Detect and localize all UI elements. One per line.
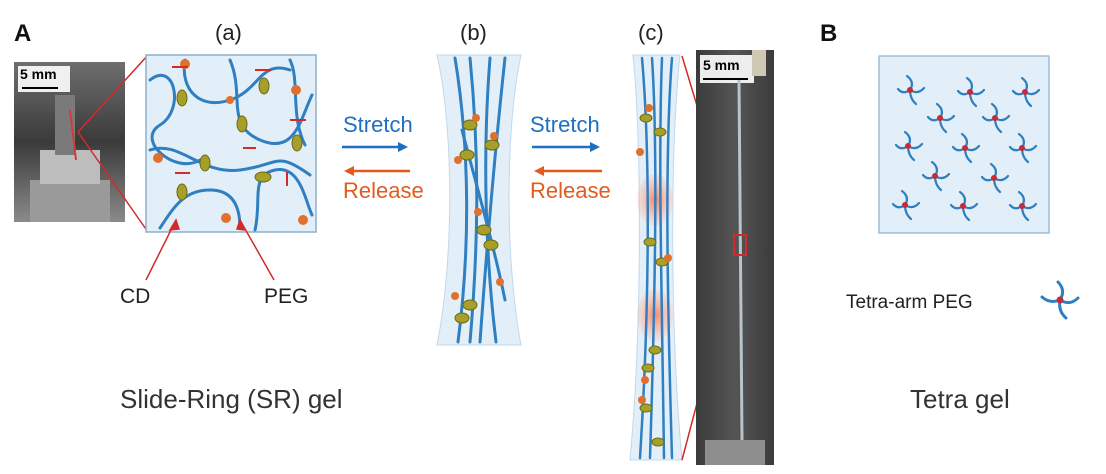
arrows-1 xyxy=(342,142,410,176)
cd-rings-a xyxy=(176,77,303,201)
endcaps-c xyxy=(636,104,672,404)
panel-label-a: A xyxy=(14,20,32,47)
release-label-1: Release xyxy=(343,178,424,203)
gel-network-box-a xyxy=(145,54,317,233)
cd-label: CD xyxy=(120,285,151,308)
zoom-lines-a xyxy=(77,54,149,233)
subpanel-a-label: (a) xyxy=(215,20,242,45)
pointer-arrows-a xyxy=(145,218,275,281)
gel-sample-b xyxy=(436,54,522,346)
release-label-2: Release xyxy=(530,178,611,203)
endcaps-a xyxy=(153,59,308,225)
subpanel-b-label: (b) xyxy=(460,20,487,45)
polymer-chains-a xyxy=(148,58,314,232)
peg-label: PEG xyxy=(264,285,309,308)
sr-gel-caption: Slide-Ring (SR) gel xyxy=(120,384,343,414)
stretch-label-1: Stretch xyxy=(343,112,413,137)
stretch-label-2: Stretch xyxy=(530,112,600,137)
panel-label-b: B xyxy=(820,20,838,47)
photo-sample-clamp xyxy=(14,62,125,222)
photo-stretched-sample xyxy=(696,50,774,465)
gel-sample-c xyxy=(629,54,683,461)
tetra-arm-peg-label: Tetra-arm PEG xyxy=(846,292,973,313)
cd-rings-c xyxy=(639,113,669,447)
scale-bar-right: 5 mm xyxy=(703,57,740,73)
arrows-2 xyxy=(532,142,602,176)
polymer-chains-c xyxy=(638,56,674,460)
tetra-junctions xyxy=(902,87,1028,209)
endcaps-b xyxy=(451,114,504,300)
scale-bar-left: 5 mm xyxy=(20,66,57,82)
cd-rings-b xyxy=(454,119,500,324)
tetra-network xyxy=(891,74,1041,222)
motion-arrows-a xyxy=(172,66,306,186)
subpanel-c-label: (c) xyxy=(638,20,664,45)
tetra-gel-caption: Tetra gel xyxy=(910,384,1010,414)
